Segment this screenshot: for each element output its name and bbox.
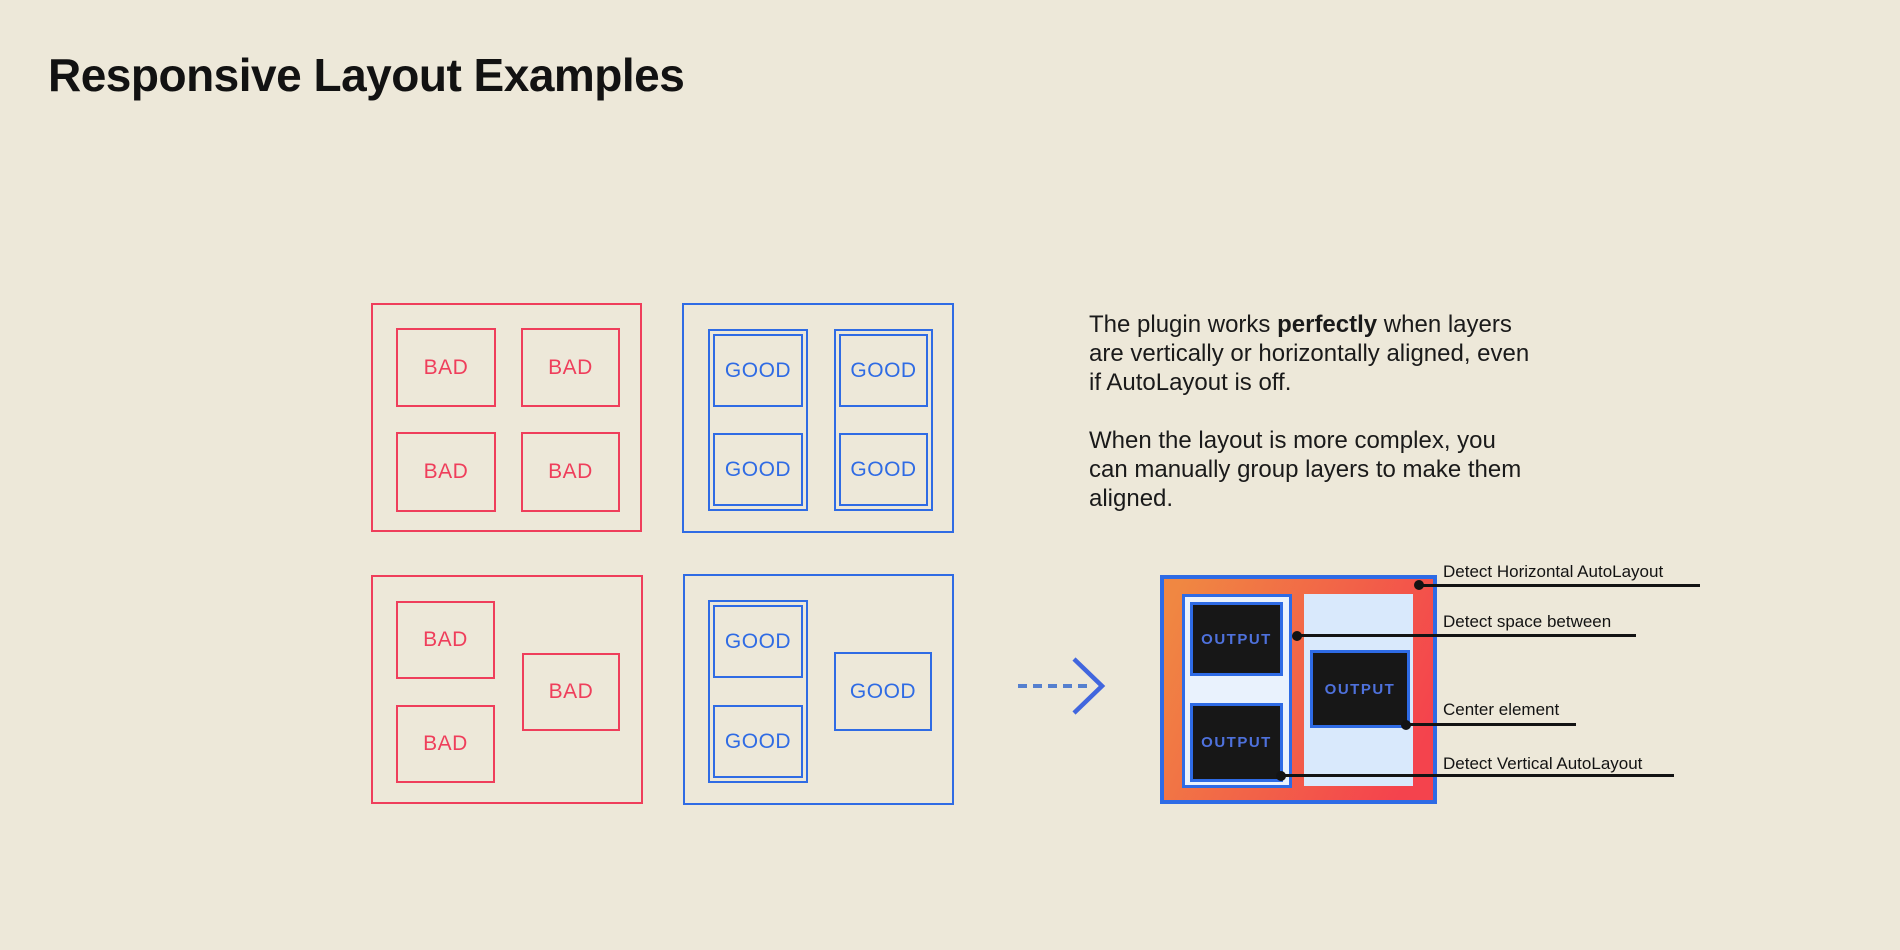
output-center-column: OUTPUT (1304, 594, 1413, 786)
bad-cell: BAD (396, 328, 496, 407)
bad-cell: BAD (522, 653, 620, 731)
good-column-group: GOOD GOOD (708, 329, 808, 511)
output-panel-frame: OUTPUT OUTPUT OUTPUT (1160, 575, 1437, 804)
callout-dot (1276, 771, 1286, 781)
callout-label-space-between: Detect space between (1443, 612, 1612, 631)
bad-cell: BAD (521, 328, 620, 407)
output-cell: OUTPUT (1310, 650, 1410, 728)
good-column-group: GOOD GOOD (708, 600, 808, 783)
good-column-group: GOOD GOOD (834, 329, 933, 511)
callout-line (1420, 584, 1700, 587)
output-cell: OUTPUT (1190, 703, 1283, 782)
good-grouped-frame: GOOD GOOD GOOD (683, 574, 954, 805)
bad-scattered-frame: BAD BAD BAD (371, 575, 643, 804)
good-cell: GOOD (713, 334, 803, 407)
description-bold: perfectly (1277, 311, 1378, 338)
description-text: The plugin works perfectly when layers a… (1089, 310, 1541, 513)
callout-dot (1292, 631, 1302, 641)
good-grid-frame: GOOD GOOD GOOD GOOD (682, 303, 954, 533)
callout-label-horizontal-autolayout: Detect Horizontal AutoLayout (1443, 562, 1664, 581)
good-cell: GOOD (713, 433, 803, 506)
good-cell: GOOD (839, 433, 928, 506)
callout-line (1281, 774, 1674, 777)
output-vertical-group: OUTPUT OUTPUT (1182, 594, 1292, 788)
bad-cell: BAD (396, 432, 496, 512)
good-cell: GOOD (839, 334, 928, 407)
good-cell: GOOD (834, 652, 932, 731)
bad-cell: BAD (396, 601, 495, 679)
callout-label-vertical-autolayout: Detect Vertical AutoLayout (1443, 754, 1643, 773)
callout-label-center-element: Center element (1443, 700, 1560, 719)
bad-cell: BAD (521, 432, 620, 512)
output-cell: OUTPUT (1190, 602, 1283, 676)
bad-cell: BAD (396, 705, 495, 783)
description-paragraph-2: When the layout is more complex, you can… (1089, 427, 1522, 512)
page-title: Responsive Layout Examples (48, 49, 685, 101)
callout-line (1297, 634, 1636, 637)
good-cell: GOOD (713, 605, 803, 678)
arrow-right-icon (1012, 652, 1108, 723)
callout-line (1406, 723, 1576, 726)
good-cell: GOOD (713, 705, 803, 778)
callout-dot (1414, 580, 1424, 590)
callout-dot (1401, 720, 1411, 730)
description-paragraph-1: The plugin works perfectly when layers a… (1089, 311, 1530, 396)
bad-grid-frame: BAD BAD BAD BAD (371, 303, 642, 532)
